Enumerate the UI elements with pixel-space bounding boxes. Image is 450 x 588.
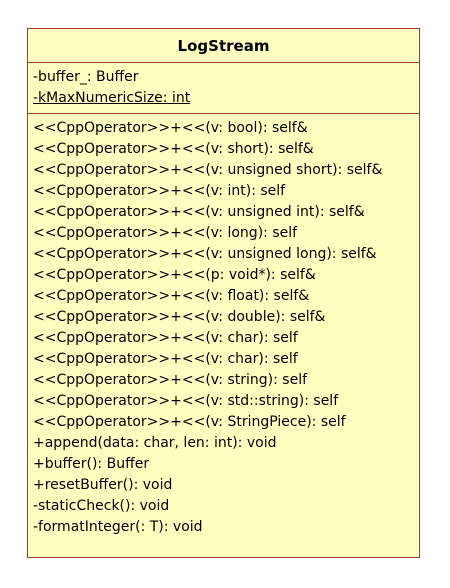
operation-shift-long: <<CppOperator>>+<<(v: long): self	[33, 225, 298, 241]
operation-static-check: -staticCheck(): void	[33, 498, 170, 514]
operation-shift-std-string: <<CppOperator>>+<<(v: std::string): self	[33, 393, 339, 409]
operation-shift-int: <<CppOperator>>+<<(v: int): self	[33, 183, 286, 199]
operation-append: +append(data: char, len: int): void	[33, 435, 277, 451]
class-name: LogStream	[28, 29, 419, 63]
operation-shift-unsigned-short: <<CppOperator>>+<<(v: unsigned short): s…	[33, 162, 383, 178]
operation-shift-bool: <<CppOperator>>+<<(v: bool): self&	[33, 120, 308, 136]
attribute-kmaxnumericsize: -kMaxNumericSize: int	[33, 90, 191, 106]
operations-compartment: <<CppOperator>>+<<(v: bool): self& <<Cpp…	[28, 114, 419, 538]
operation-shift-double: <<CppOperator>>+<<(v: double): self&	[33, 309, 326, 325]
attribute-buffer: -buffer_: Buffer	[33, 69, 139, 85]
operation-shift-char: <<CppOperator>>+<<(v: char): self	[33, 330, 298, 346]
operation-shift-char-2: <<CppOperator>>+<<(v: char): self	[33, 351, 298, 367]
operation-shift-stringpiece: <<CppOperator>>+<<(v: StringPiece): self	[33, 414, 346, 430]
operation-shift-string: <<CppOperator>>+<<(v: string): self	[33, 372, 308, 388]
operation-shift-unsigned-int: <<CppOperator>>+<<(v: unsigned int): sel…	[33, 204, 365, 220]
operation-shift-unsigned-long: <<CppOperator>>+<<(v: unsigned long): se…	[33, 246, 377, 262]
operation-shift-void-ptr: <<CppOperator>>+<<(p: void*): self&	[33, 267, 316, 283]
operation-buffer: +buffer(): Buffer	[33, 456, 150, 472]
uml-class-logstream[interactable]: LogStream -buffer_: Buffer -kMaxNumericS…	[27, 28, 420, 558]
operation-reset-buffer: +resetBuffer(): void	[33, 477, 173, 493]
operation-format-integer: -formatInteger(: T): void	[33, 519, 203, 535]
operation-shift-short: <<CppOperator>>+<<(v: short): self&	[33, 141, 314, 157]
operation-shift-float: <<CppOperator>>+<<(v: float): self&	[33, 288, 310, 304]
attributes-compartment: -buffer_: Buffer -kMaxNumericSize: int	[28, 63, 419, 114]
